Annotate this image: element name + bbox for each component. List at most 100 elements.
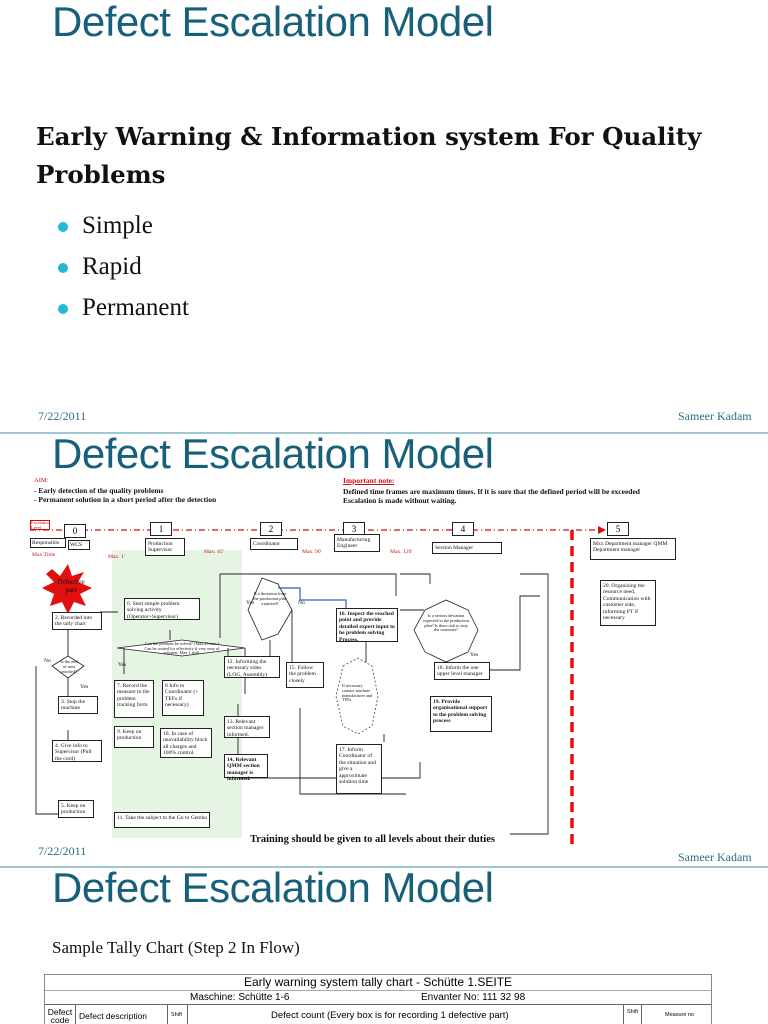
flowchart-graphics: [30, 526, 606, 848]
aim-label: AIM:: [34, 477, 49, 484]
role-production-supervisor: Production Supervisor: [145, 538, 185, 556]
tally-machine-row: Maschine: Schütte 1-6 Envanter No: 111 3…: [45, 991, 711, 1005]
hex-contact-shape: [335, 657, 379, 735]
tally-chart-table: Early warning system tally chart - Schüt…: [44, 974, 712, 1024]
slide-3-subtitle: Sample Tally Chart (Step 2 In Flow): [52, 938, 300, 957]
bullet-dot-icon: [58, 304, 68, 314]
aim-line: - Permanent solution in a short period a…: [34, 495, 217, 504]
max-time-label: Max Time: [32, 552, 56, 558]
note-line: Defined time frames are maximum times. I…: [343, 487, 640, 496]
step-3-box: 3. Stop the machine: [58, 696, 98, 714]
note-label: Important note:: [343, 476, 395, 485]
tally-header-shift: Shift: [171, 1012, 183, 1018]
role-department-manager: Mxx Department manager QMM Department ma…: [590, 538, 676, 560]
tally-col-divider: [75, 1005, 76, 1024]
slide-divider: [0, 432, 768, 434]
bullet-dot-icon: [58, 222, 68, 232]
tally-envanter: Envanter No: 111 32 98: [421, 992, 526, 1003]
tally-col-divider: [641, 1005, 642, 1024]
no-label: No: [44, 658, 51, 664]
tally-col-divider: [623, 1005, 624, 1024]
tally-col-divider: [167, 1005, 168, 1024]
tally-col-divider: [187, 1005, 188, 1024]
yes-label: Yes: [246, 600, 255, 606]
level-2-badge: 2: [260, 522, 282, 536]
step-15-box: 15. Follow the problem closely: [286, 662, 324, 688]
tally-machine: Maschine: Schütte 1-6: [190, 992, 290, 1003]
level-0-badge: 0: [64, 524, 86, 538]
slide-divider: [0, 866, 768, 868]
aim-line: - Early detection of the quality problem…: [34, 486, 164, 495]
step-10-box: 10. In case of unavailability block all …: [160, 728, 212, 758]
yes-label: Yes: [80, 684, 89, 690]
step-12-box: 12. Informing the necessary sides (LOG, …: [224, 656, 280, 678]
tally-header-measure: Measure no: [665, 1012, 695, 1018]
defective-part-burst-icon: [42, 564, 92, 614]
decision-deviation-shape: [247, 577, 293, 641]
role-manufacturing-engineer: Manufacturing Engineer: [334, 534, 380, 552]
tally-title: Early warning system tally chart - Schüt…: [45, 975, 711, 991]
slide-1-author: Sameer Kadam: [678, 409, 752, 423]
step-13-box: 13. Relevant section manager informed.: [224, 716, 270, 738]
slide-1-date: 7/22/2011: [38, 409, 87, 423]
tally-header-description: Defect description: [79, 1011, 148, 1021]
slide-1-subtitle: Early Warning & Information system For Q…: [36, 122, 702, 189]
escalation-level-label: Escalation Level: [30, 520, 50, 530]
slide-1-title: Defect Escalation Model: [52, 0, 494, 45]
role-coordinator: Coordinator: [250, 538, 298, 550]
step-20-box: 20. Organizing the resource need, Commun…: [600, 580, 656, 626]
training-note: Training should be given to all levels a…: [250, 834, 495, 845]
step-14-box: 14. Relevant QMM section manager is info…: [224, 754, 268, 782]
max-time-45: Max. 45': [204, 549, 224, 555]
defective-part-label: Defective part: [57, 578, 85, 594]
blue-connector-line: [278, 587, 347, 610]
slide-3-title: Defect Escalation Model: [52, 868, 494, 911]
tally-header-row: Defect code Defect description Shift Def…: [45, 1005, 711, 1024]
slide-3: Defect Escalation Model Sample Tally Cha…: [0, 868, 768, 1024]
slide-2: Defect Escalation Model AIM: - Early det…: [0, 434, 768, 866]
bullet-item: Simple: [58, 212, 153, 240]
bullet-dot-icon: [58, 263, 68, 273]
note-line: Escalation is made without waiting.: [343, 496, 457, 505]
decision-deviation-text: Is a deviation from the production plan …: [253, 591, 287, 606]
max-time-90: Max. 90': [302, 549, 322, 555]
step-18-box: 18. Inform the one upper level manager: [434, 662, 490, 680]
level-5-badge: 5: [607, 522, 629, 536]
yes-label: Yes: [470, 652, 479, 658]
slide-2-title: Defect Escalation Model: [52, 434, 494, 477]
step-17-box: 17. Inform Coordinator of the situation …: [336, 744, 382, 794]
hex-contact-text: If necessary contact machine manufacture…: [342, 683, 373, 703]
decision-end-shape: [51, 655, 85, 679]
bullet-item: Permanent: [58, 294, 189, 322]
bullet-item: Rapid: [58, 253, 142, 281]
decision-serious-shape: [413, 599, 479, 663]
step-4-box: 4. Give info to Supervisor (Pull the cor…: [52, 740, 102, 762]
step-5-box: 5. Keep on production: [58, 800, 94, 818]
max-time-1: Max. 1': [108, 554, 125, 560]
step-16-box: 16. Inspect the reached point and provid…: [336, 608, 398, 643]
step-2-box: 2. Recorded into the tally chart: [52, 612, 102, 630]
tally-header-code: Defect code: [47, 1007, 73, 1024]
step-19-box: 19. Provide organisational support to th…: [430, 696, 492, 732]
step-9-box: 9. Keep on production: [114, 726, 154, 748]
responsible-label: Responsible: [30, 538, 66, 548]
yes-label: Yes: [118, 662, 127, 668]
max-time-120: Max. 120': [390, 549, 413, 555]
slide-2-author: Sameer Kadam: [678, 850, 752, 864]
step-8-box: 8 Info to Coordinator (+ TEFs if necessa…: [162, 680, 204, 716]
step-6-box: 6. Start simple problem solving activity…: [124, 598, 200, 620]
slide-2-date: 7/22/2011: [38, 844, 87, 858]
decision-end-text: Is the end of area reached?: [60, 659, 78, 674]
role-wcs: WCS: [68, 540, 90, 550]
tally-header-count: Defect count (Every box is for recording…: [271, 1010, 509, 1021]
decision-serious-text: Is a serious deviation expected to the p…: [423, 613, 469, 633]
role-section-manager: Section Manager: [432, 542, 502, 554]
tally-header-shift-2: Shift: [627, 1009, 639, 1015]
level-1-badge: 1: [150, 522, 172, 536]
step-7-box: 7. Record the measure to the problem tra…: [114, 680, 154, 718]
step-11-box: 11. Take the subject to the Go to Gemba: [114, 812, 210, 828]
slide-1: Defect Escalation Model Early Warning & …: [0, 0, 768, 432]
no-label: No: [298, 600, 305, 606]
decision-solved-text: Can the problem be solved? (Max.45 min.)…: [144, 641, 220, 656]
axis-arrow-icon: [598, 526, 606, 534]
